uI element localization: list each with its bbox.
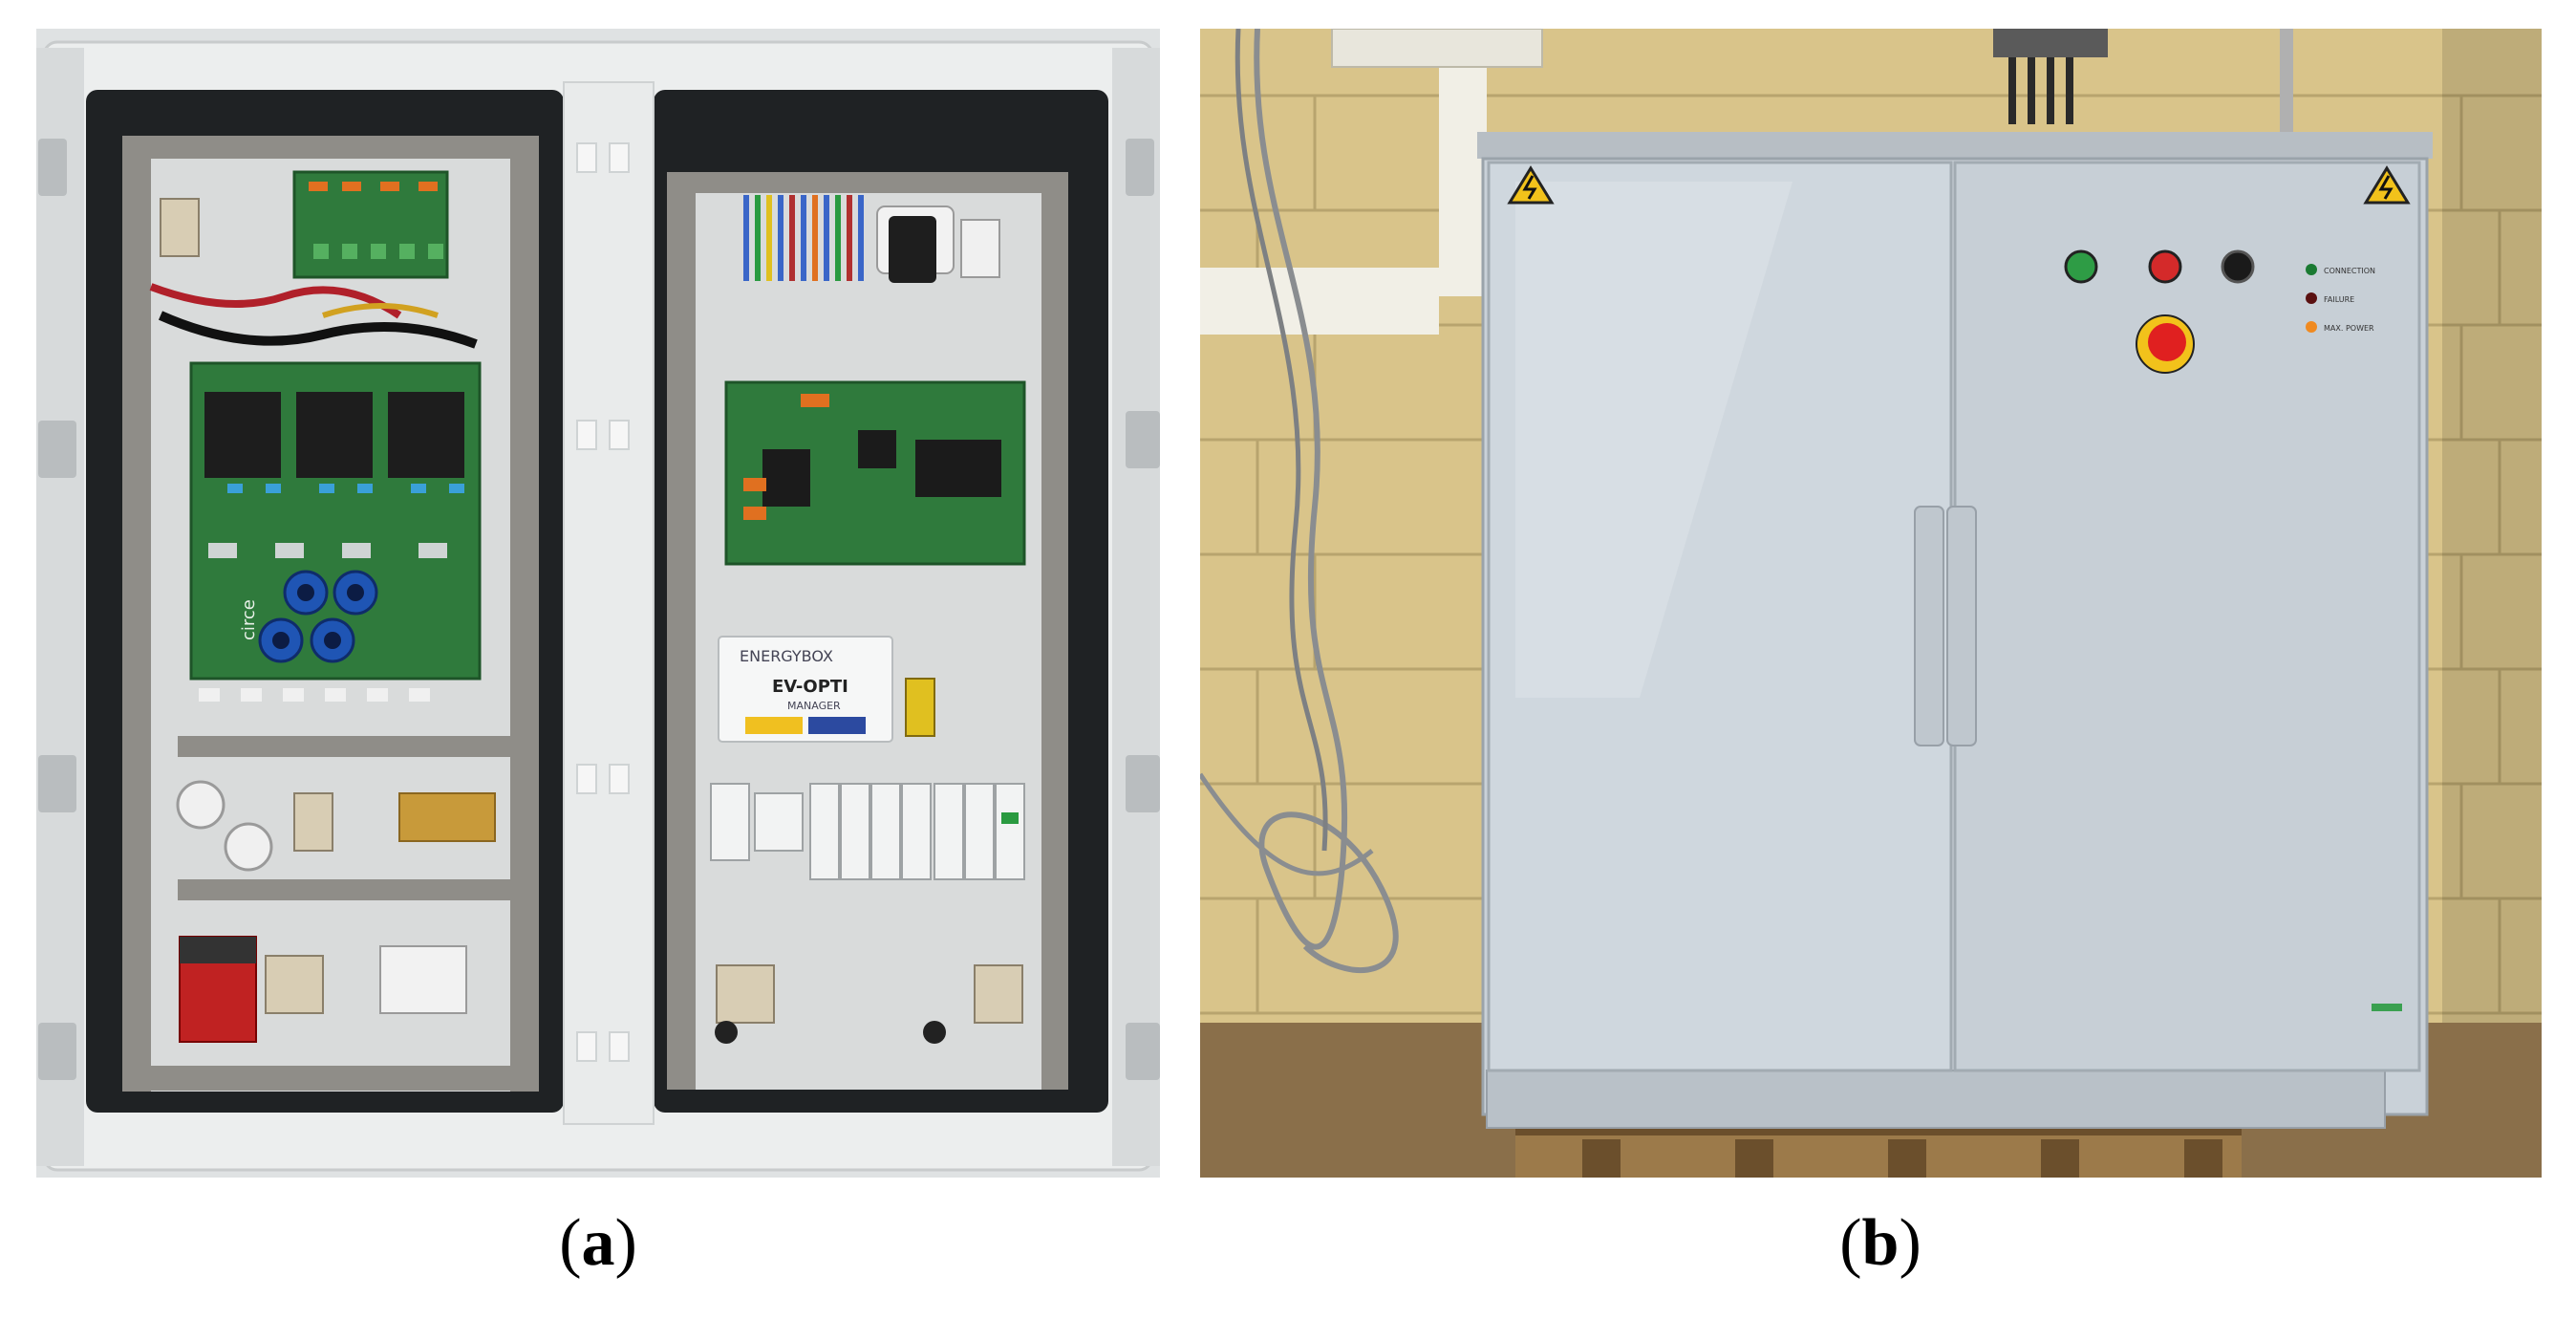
pcb-logo-text: circe xyxy=(239,599,259,640)
terminal-row xyxy=(743,195,864,281)
warning-sign-left xyxy=(1507,165,1555,205)
hinges xyxy=(38,139,1160,1080)
connection-label: CONNECTION xyxy=(2324,267,2375,275)
hanging-cable xyxy=(1254,29,1399,973)
open-cabinet-illustration: circe xyxy=(36,29,1160,1178)
failure-label: FAILURE xyxy=(2324,295,2354,304)
warning-sign-right xyxy=(2363,165,2411,205)
max-power-indicator xyxy=(2306,321,2317,333)
photo-open-cabinet: circe xyxy=(36,29,1160,1178)
ev-opti-label: EV-OPTI xyxy=(772,677,848,697)
photo-closed-cabinet: CONNECTION FAILURE MAX. POWER xyxy=(1200,29,2542,1178)
energybox-label: ENERGYBOX xyxy=(740,647,833,665)
caption-a: (a) xyxy=(559,1206,637,1280)
right-door-handle xyxy=(1946,506,1977,746)
manager-label: MANAGER xyxy=(787,700,841,712)
stop-button[interactable] xyxy=(2148,249,2182,284)
indicator-panel: CONNECTION FAILURE MAX. POWER xyxy=(2306,264,2375,333)
wooden-pallet xyxy=(1515,1128,2242,1178)
circuit-breakers xyxy=(710,783,1025,880)
closed-cabinet-illustration: CONNECTION FAILURE MAX. POWER xyxy=(1200,29,2542,1178)
emergency-stop-button[interactable] xyxy=(2148,323,2186,361)
caption-b: (b) xyxy=(1839,1206,1921,1280)
start-button[interactable] xyxy=(2064,249,2098,284)
cabinet-roof xyxy=(1477,132,2433,159)
reset-button[interactable] xyxy=(2221,249,2255,284)
connection-indicator xyxy=(2306,264,2317,275)
lower-left-components xyxy=(176,780,496,1043)
cabinet-left-door xyxy=(1487,161,1953,1072)
max-power-label: MAX. POWER xyxy=(2324,324,2374,333)
energybox-device: ENERGYBOX EV-OPTI MANAGER xyxy=(718,636,893,743)
left-door-handle xyxy=(1914,506,1944,746)
failure-indicator xyxy=(2306,292,2317,304)
